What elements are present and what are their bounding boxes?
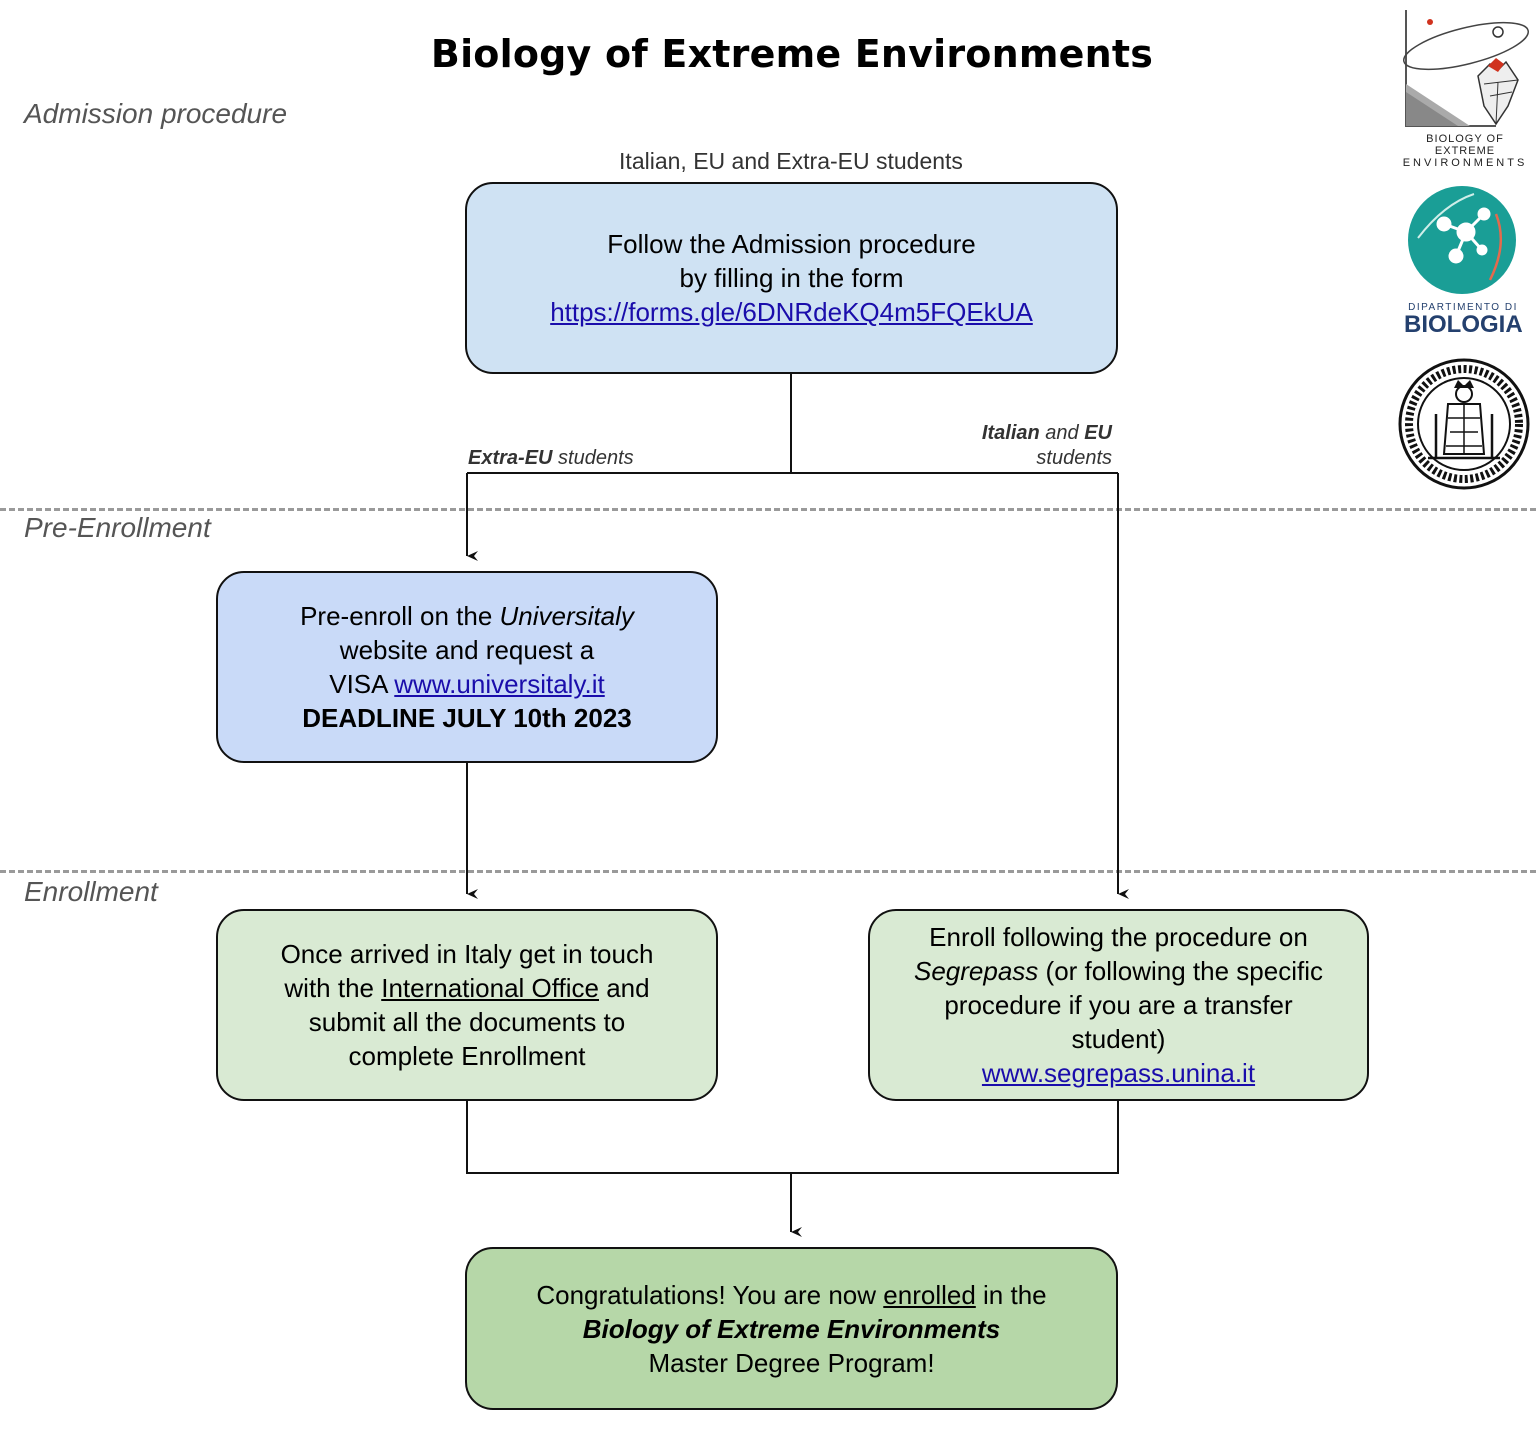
bee-logo-line2: ENVIRONMENTS	[1402, 157, 1528, 169]
preenroll-line2: website and request a	[339, 635, 595, 665]
edge-label-extra-eu: Extra-EU students	[468, 446, 634, 471]
seal-graphic	[1398, 358, 1530, 490]
segrepass-italic: Segrepass	[914, 956, 1039, 986]
biologia-logo-graphic	[1408, 186, 1516, 294]
international-line3: submit all the documents to	[308, 1007, 626, 1037]
final-enrolled: enrolled	[883, 1279, 976, 1310]
diagram-title: Biology of Extreme Environments	[430, 32, 1154, 76]
edge-label-extra-eu-bold: Extra-EU	[468, 447, 553, 469]
international-line1: Once arrived in Italy get in touch	[280, 939, 654, 969]
admission-box: Follow the Admission procedure by fillin…	[465, 182, 1118, 374]
international-and: and	[598, 973, 650, 1003]
final-post: in the	[975, 1279, 1047, 1310]
bee-logo-graphic	[1402, 10, 1530, 127]
admission-line2: by filling in the form	[679, 263, 904, 293]
edge-label-italian-eu: Italian and EU students	[900, 421, 1112, 471]
segrepass-line1: Enroll following the procedure on	[929, 922, 1308, 952]
preenroll-box: Pre-enroll on the Universitaly website a…	[216, 571, 718, 763]
university-seal-logo	[1398, 358, 1530, 490]
biologia-logo-big: BIOLOGIA	[1404, 311, 1523, 338]
bee-logo: BIOLOGY OF EXTREME ENVIRONMENTS	[1400, 6, 1530, 169]
admission-form-link[interactable]: https://forms.gle/6DNRdeKQ4m5FQEkUA	[550, 297, 1033, 327]
preenroll-visa: VISA	[329, 669, 395, 699]
international-line4: complete Enrollment	[348, 1041, 586, 1071]
section-enrollment: Enrollment	[24, 876, 158, 907]
final-pre: Congratulations! You are now	[536, 1279, 884, 1310]
international-office-box: Once arrived in Italy get in touch with …	[216, 909, 718, 1101]
biologia-logo: DIPARTIMENTO DI BIOLOGIA	[1404, 184, 1523, 338]
edge-label-and: and	[1039, 422, 1085, 444]
section-divider	[0, 870, 1536, 873]
biologia-logo-small: DIPARTIMENTO DI	[1408, 302, 1518, 313]
section-divider	[0, 508, 1536, 511]
international-with: with the	[284, 973, 382, 1003]
final-program: Biology of Extreme Environments	[582, 1313, 1001, 1344]
edge-line	[466, 1101, 1119, 1174]
international-office-text: International Office	[381, 973, 599, 1003]
segrepass-box: Enroll following the procedure on Segrep…	[868, 909, 1369, 1101]
preenroll-deadline: DEADLINE JULY 10th 2023	[302, 703, 632, 733]
segrepass-link[interactable]: www.segrepass.unina.it	[981, 1058, 1256, 1088]
admission-line1: Follow the Admission procedure	[607, 229, 976, 259]
segrepass-line4: student)	[1071, 1024, 1166, 1054]
edge-label-italian: Italian	[981, 422, 1040, 444]
section-admission: Admission procedure	[24, 98, 288, 129]
universitaly-link[interactable]: www.universitaly.it	[394, 669, 605, 699]
segrepass-rest2: (or following the specific	[1038, 956, 1323, 986]
preenroll-universitaly: Universitaly	[499, 601, 634, 631]
edge-label-students: students	[1036, 447, 1112, 469]
final-line3: Master Degree Program!	[648, 1347, 935, 1378]
preenroll-pre: Pre-enroll on the	[300, 601, 500, 631]
edge-label-eu: EU	[1084, 422, 1112, 444]
edge-label-extra-eu-rest: students	[552, 447, 634, 469]
bee-logo-line1: BIOLOGY OF EXTREME	[1426, 133, 1504, 157]
segrepass-line3: procedure if you are a transfer	[944, 990, 1293, 1020]
audience-label: Italian, EU and Extra-EU students	[619, 148, 963, 174]
final-box: Congratulations! You are now enrolled in…	[465, 1247, 1118, 1410]
section-pre-enrollment: Pre-Enrollment	[24, 512, 211, 543]
